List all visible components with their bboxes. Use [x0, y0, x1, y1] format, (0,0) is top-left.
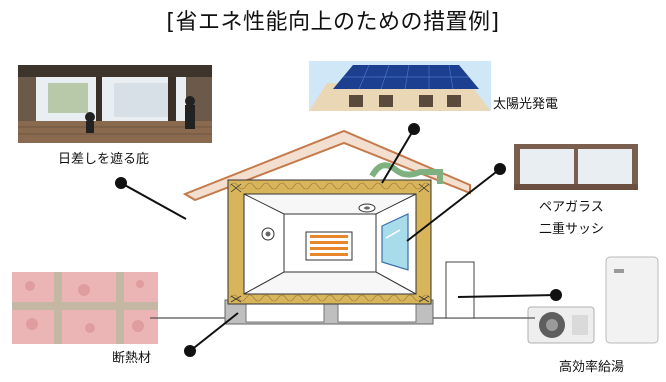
water-heater-unit — [445, 261, 475, 319]
page-title: [省エネ性能向上のための措置例] — [166, 10, 500, 35]
solar-photo — [309, 61, 491, 111]
solar-dot — [408, 123, 420, 135]
label-sash-line1: ペアガラス — [539, 200, 604, 215]
label-solar: 太陽光発電 — [493, 97, 559, 112]
label-eaves: 日差しを遮る庇 — [58, 152, 150, 167]
water-heater-dot — [550, 289, 562, 301]
eaves-photo — [18, 65, 212, 143]
label-sash-line2: 二重サッシ — [539, 222, 605, 237]
label-insulation: 断熱材 — [112, 351, 152, 366]
double-sash-window — [381, 213, 409, 271]
water-heater-photo — [524, 255, 662, 347]
sash-photo — [512, 140, 640, 194]
sash-dot — [494, 163, 506, 175]
label-water-heater: 高効率給湯 — [559, 360, 625, 375]
insulation-photo — [12, 272, 158, 344]
eaves-dot — [115, 177, 127, 189]
leader-lines — [120, 128, 557, 352]
insulation-dot — [184, 345, 196, 357]
vent-pipe — [369, 162, 443, 184]
